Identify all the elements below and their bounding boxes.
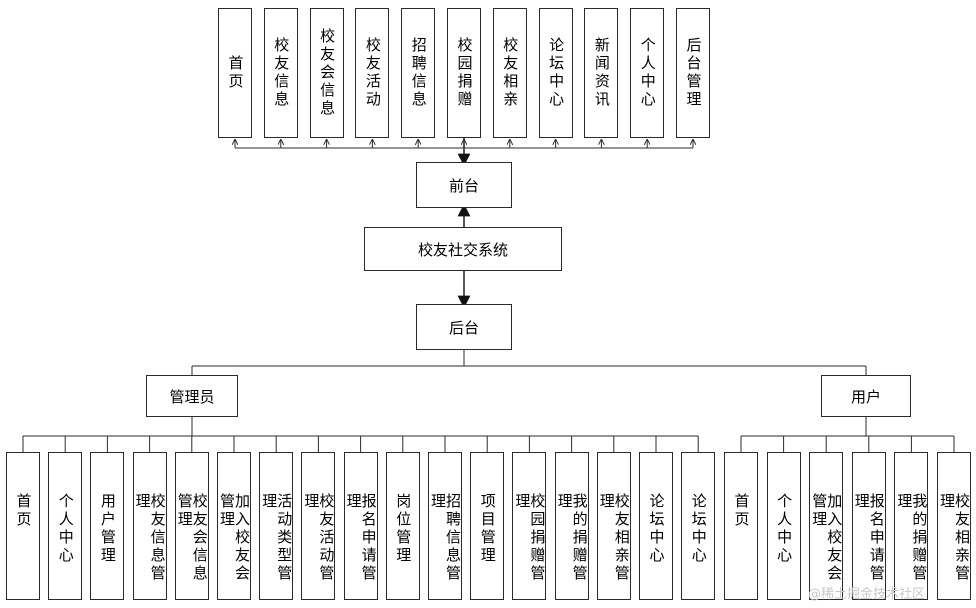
frontend-item: 校友活动 [355, 8, 390, 138]
admin-item: 活动类型管理 [259, 452, 294, 600]
admin-item-label: 校友信息管理 [133, 493, 167, 583]
frontend-item-label: 校园捐赠 [455, 37, 474, 109]
backend-label: 后台 [448, 318, 479, 337]
user-item-label: 我的捐赠管理 [895, 493, 929, 583]
admin-role-label: 管理员 [169, 387, 215, 406]
user-item-label: 报名申请管理 [852, 493, 886, 583]
admin-item: 招聘信息管理 [428, 452, 462, 600]
admin-item-label: 论坛中心 [689, 493, 708, 565]
admin-role-node: 管理员 [146, 375, 238, 417]
admin-item-label: 加入校友会管理 [218, 493, 251, 583]
frontend-item: 校友会信息 [309, 8, 344, 138]
admin-item-label: 招聘信息管理 [429, 493, 462, 583]
admin-item-label: 项目管理 [478, 493, 497, 565]
user-item-label: 个人中心 [775, 493, 794, 565]
admin-item-label: 个人中心 [56, 493, 75, 565]
frontend-item-label: 后台管理 [684, 37, 703, 109]
frontend-label: 前台 [448, 176, 479, 195]
frontend-item: 论坛中心 [538, 8, 573, 138]
admin-item-label: 报名申请管理 [344, 493, 378, 583]
admin-item: 报名申请管理 [343, 452, 378, 600]
frontend-item: 校友信息 [263, 8, 298, 138]
admin-item-label: 校友相亲管理 [597, 493, 631, 583]
frontend-item: 个人中心 [630, 8, 665, 138]
backend-node: 后台 [416, 304, 512, 350]
admin-item: 岗位管理 [385, 452, 420, 600]
frontend-item-label: 首页 [226, 55, 245, 91]
system-title-node: 校友社交系统 [364, 227, 562, 271]
user-item: 我的捐赠管理 [894, 452, 929, 600]
frontend-item: 新闻资讯 [584, 8, 619, 138]
admin-item: 用户管理 [90, 452, 125, 600]
user-role-node: 用户 [821, 375, 911, 417]
frontend-item-label: 新闻资讯 [592, 37, 611, 109]
frontend-item-label: 校友会信息 [318, 28, 337, 118]
user-item-label: 校友相亲管理 [938, 493, 971, 583]
admin-item: 项目管理 [470, 452, 505, 600]
admin-item-label: 活动类型管理 [260, 493, 294, 583]
frontend-item-label: 个人中心 [638, 37, 657, 109]
frontend-item: 招聘信息 [401, 8, 436, 138]
user-item: 校友相亲管理 [937, 452, 971, 600]
user-role-label: 用户 [850, 387, 881, 406]
admin-item: 校友相亲管理 [596, 452, 631, 600]
admin-item-label: 岗位管理 [394, 493, 413, 565]
admin-item-label: 我的捐赠管理 [555, 493, 589, 583]
admin-item-label: 用户管理 [98, 493, 117, 565]
frontend-item-label: 校友相亲 [501, 37, 520, 109]
frontend-item: 后台管理 [676, 8, 710, 138]
frontend-item-label: 论坛中心 [547, 37, 566, 109]
user-item: 个人中心 [766, 452, 801, 600]
admin-item: 论坛中心 [681, 452, 716, 600]
frontend-node: 前台 [416, 162, 512, 208]
frontend-item-label: 招聘信息 [409, 37, 428, 109]
frontend-item-label: 校友信息 [272, 37, 291, 109]
admin-item: 个人中心 [48, 452, 83, 600]
admin-item-label: 论坛中心 [647, 493, 666, 565]
admin-item: 加入校友会管理 [217, 452, 251, 600]
frontend-item: 校园捐赠 [447, 8, 481, 138]
admin-item: 校友会信息管理 [174, 452, 209, 600]
watermark: @稀土掘金技术社区 [808, 587, 926, 602]
frontend-item: 首页 [218, 8, 252, 138]
admin-item: 校友活动管理 [301, 452, 336, 600]
admin-item: 校友信息管理 [132, 452, 167, 600]
admin-item: 首页 [6, 452, 40, 600]
admin-item-label: 校友会信息管理 [175, 493, 209, 583]
user-item: 首页 [724, 452, 758, 600]
user-item: 加入校友会管理 [809, 452, 844, 600]
user-item-label: 加入校友会管理 [810, 493, 844, 583]
admin-item-label: 校园捐赠管理 [513, 493, 547, 583]
admin-item-label: 首页 [14, 493, 33, 529]
user-item-label: 首页 [732, 493, 751, 529]
frontend-item: 校友相亲 [492, 8, 527, 138]
admin-item: 论坛中心 [639, 452, 673, 600]
frontend-item-label: 校友活动 [363, 37, 382, 109]
system-title: 校友社交系统 [417, 240, 508, 259]
admin-item: 校园捐赠管理 [512, 452, 547, 600]
admin-item: 我的捐赠管理 [554, 452, 589, 600]
user-item: 报名申请管理 [851, 452, 886, 600]
admin-item-label: 校友活动管理 [302, 493, 336, 583]
